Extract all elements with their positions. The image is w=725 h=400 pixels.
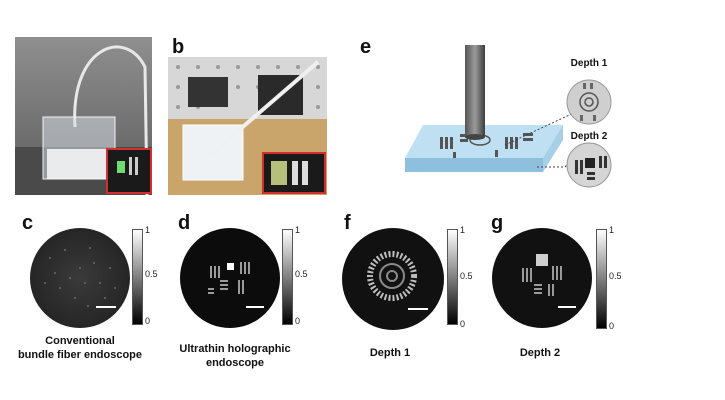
colorbar-d-max: 1 — [295, 225, 301, 235]
caption-c-line1: Conventional — [45, 335, 115, 347]
colorbar-g — [596, 229, 607, 329]
diagram-depth-imaging — [405, 40, 725, 190]
colorbar-f-min: 0 — [460, 319, 466, 329]
colorbar-c-mid: 0.5 — [145, 269, 158, 279]
colorbar-d-min: 0 — [295, 316, 301, 326]
caption-d: Ultrathin holographic endoscope — [160, 342, 310, 370]
photo-endoscope-setup-b — [168, 57, 327, 195]
caption-c-line2: bundle fiber endoscope — [17, 349, 143, 361]
caption-f: Depth 1 — [369, 347, 411, 359]
colorbar-g-min: 0 — [609, 321, 615, 331]
colorbar-d — [282, 229, 293, 325]
colorbar-f — [447, 229, 458, 325]
colorbar-d-mid: 0.5 — [295, 269, 308, 279]
panel-label-g: g — [491, 212, 504, 234]
colorbar-f-mid: 0.5 — [460, 271, 473, 281]
panel-label-e: e — [360, 36, 372, 58]
panel-label-c: c — [22, 212, 34, 234]
colorbar-f-max: 1 — [460, 225, 466, 235]
colorbar-c — [132, 229, 143, 325]
image-depth1 — [342, 228, 444, 330]
image-holographic — [180, 228, 280, 328]
panel-label-d: d — [178, 212, 191, 234]
colorbar-g-max: 1 — [609, 225, 615, 235]
colorbar-g-mid: 0.5 — [609, 271, 622, 281]
image-bundle-fiber — [30, 228, 130, 328]
photo-endoscope-setup-a — [15, 37, 152, 195]
colorbar-c-min: 0 — [145, 316, 151, 326]
caption-d-line1: Ultrathin holographic — [179, 343, 291, 355]
panel-label-f: f — [344, 212, 351, 234]
caption-c: Conventional bundle fiber endoscope — [5, 334, 155, 362]
colorbar-c-max: 1 — [145, 225, 151, 235]
caption-d-line2: endoscope — [205, 357, 265, 369]
depth2-title: Depth 2 — [570, 131, 608, 142]
panel-label-b: b — [172, 36, 185, 58]
image-depth2 — [492, 228, 592, 328]
caption-g: Depth 2 — [519, 347, 561, 359]
depth1-title: Depth 1 — [570, 58, 608, 69]
